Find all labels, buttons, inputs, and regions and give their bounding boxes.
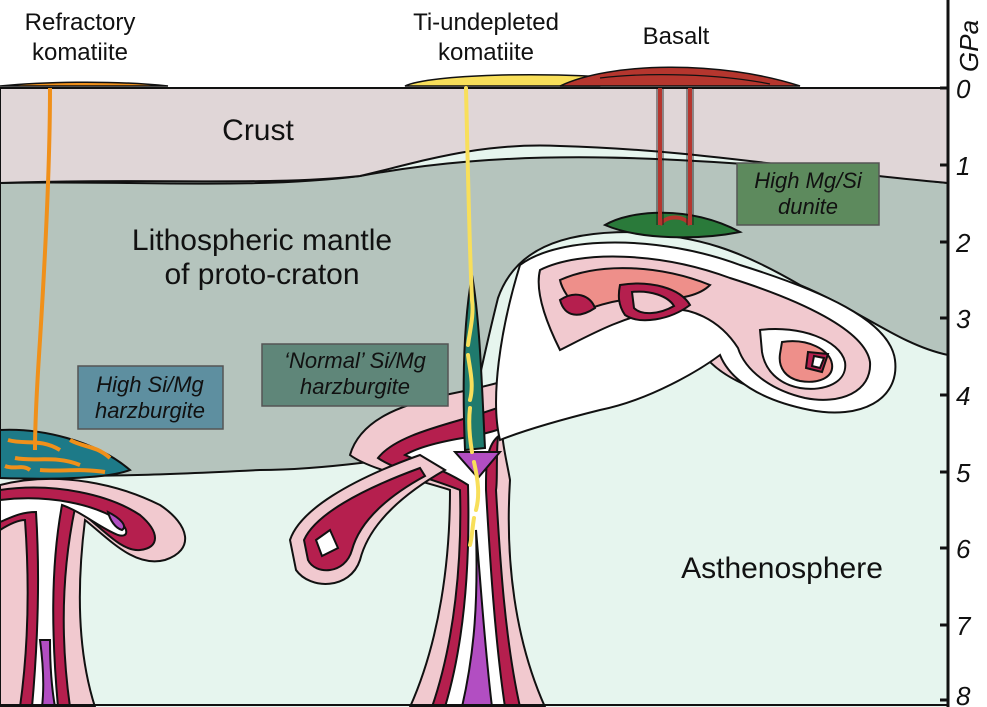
tick-label-0: 0 bbox=[956, 74, 971, 104]
tick-label-7: 7 bbox=[956, 611, 972, 641]
ti-undepleted-label-1: Ti-undepleted bbox=[413, 9, 559, 36]
lithosphere-label-2: of proto-craton bbox=[164, 258, 359, 291]
high-mg-si-label-2: dunite bbox=[778, 194, 838, 219]
tick-label-1: 1 bbox=[956, 151, 970, 181]
plume-head bbox=[495, 241, 897, 442]
high-si-mg-label-2: harzburgite bbox=[95, 398, 205, 423]
tendril-white bbox=[314, 528, 340, 558]
high-si-mg-label-1: High Si/Mg bbox=[96, 372, 204, 397]
normal-si-mg-label-1: ‘Normal’ Si/Mg bbox=[284, 348, 427, 373]
ti-undepleted-feeder bbox=[464, 86, 481, 547]
tick-label-3: 3 bbox=[956, 304, 971, 334]
plume-head-pink-swirl bbox=[630, 290, 676, 314]
high-mg-si-label-1: High Mg/Si bbox=[754, 168, 863, 193]
normal-si-mg-box bbox=[261, 343, 449, 407]
plume-head-neck bbox=[558, 293, 597, 316]
depth-axis-ticks bbox=[940, 86, 948, 702]
refractory-komatiite-flow bbox=[0, 81, 169, 87]
refractory-komatiite-label-2: komatiite bbox=[32, 39, 128, 66]
tick-label-4: 4 bbox=[956, 381, 970, 411]
left-plume-core bbox=[38, 639, 57, 707]
high-mg-si-box bbox=[736, 162, 880, 226]
basalt-feeder bbox=[658, 88, 692, 227]
tick-label-8: 8 bbox=[956, 681, 971, 707]
plume-head-white-core bbox=[810, 354, 826, 370]
left-plume-lobe bbox=[106, 510, 126, 532]
middle-plume-triangle bbox=[452, 451, 503, 480]
tick-label-2: 2 bbox=[955, 228, 971, 258]
basalt-label: Basalt bbox=[643, 23, 710, 50]
dunite-cap bbox=[602, 211, 743, 239]
high-si-mg-box bbox=[77, 365, 224, 430]
crust-label: Crust bbox=[222, 114, 294, 147]
axis-unit-label: GPa bbox=[954, 20, 984, 72]
plume-tendril bbox=[288, 453, 447, 585]
lithosphere-label-1: Lithospheric mantle bbox=[132, 224, 392, 257]
refractory-komatiite-label-1: Refractory bbox=[25, 9, 136, 36]
tick-label-5: 5 bbox=[956, 458, 971, 488]
depth-axis-labels: 0 1 2 3 4 5 6 7 8 bbox=[955, 74, 972, 707]
left-plume bbox=[0, 477, 186, 707]
refractory-residue-orange bbox=[4, 438, 112, 474]
basalt-flow-inner bbox=[599, 74, 771, 85]
middle-plume-core bbox=[460, 529, 494, 707]
refractory-feeder bbox=[33, 87, 52, 451]
tick-label-6: 6 bbox=[956, 534, 971, 564]
normal-si-mg-label-2: harzburgite bbox=[300, 374, 410, 399]
asthenosphere-label: Asthenosphere bbox=[681, 552, 883, 585]
basalt-feeder-outline bbox=[656, 88, 694, 225]
ti-undepleted-label-2: komatiite bbox=[438, 39, 534, 66]
basalt-flow bbox=[559, 66, 801, 87]
